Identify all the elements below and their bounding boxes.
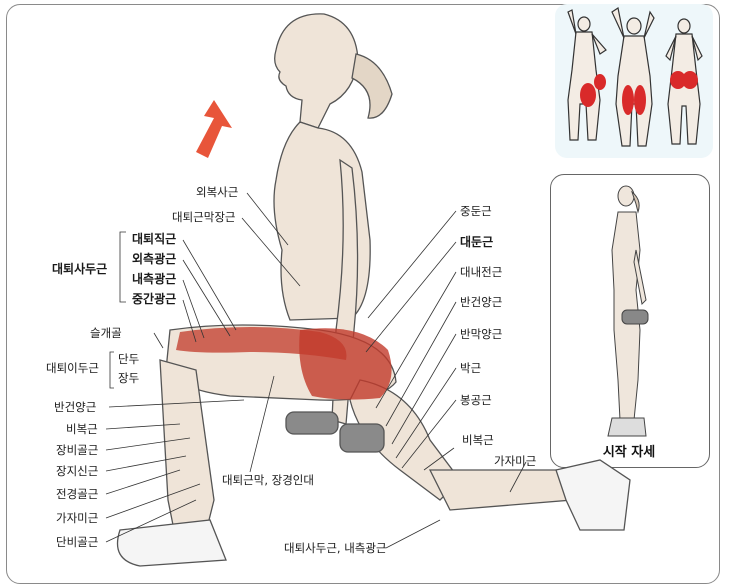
main-figure [116, 13, 631, 567]
label-tensor-fasciae-latae: 대퇴근막장근 [172, 210, 236, 224]
label-short-head: 단두 [118, 352, 140, 366]
label-adductor-magnus: 대내전근 [460, 265, 503, 279]
label-long-head: 장두 [118, 371, 140, 385]
label-extensor-digitorum-longus: 장지신근 [56, 464, 99, 478]
label-gluteus-maximus: 대둔근 [460, 235, 494, 249]
label-biceps-femoris-group: 대퇴이두근 [46, 361, 99, 375]
label-patella: 슬개골 [90, 326, 122, 340]
start-position-figure [607, 185, 649, 437]
glute-highlight [299, 328, 392, 400]
label-soleus-right: 가자미근 [494, 454, 537, 468]
label-sartorius: 봉공근 [460, 393, 492, 407]
label-vastus-intermedius: 중간광근 [132, 292, 177, 306]
label-semimembranosus: 반막양근 [460, 327, 503, 341]
label-peroneus-brevis: 단비골근 [56, 535, 99, 549]
label-gluteus-medius: 중둔근 [460, 204, 492, 218]
label-gastrocnemius-right: 비복근 [462, 433, 494, 447]
upward-arrow [196, 100, 232, 158]
label-vastus-medialis: 내측광근 [132, 272, 177, 286]
label-semitendinosus-right: 반건양근 [460, 295, 503, 309]
label-vastus-lateralis: 외측광근 [132, 252, 177, 266]
leader-lines [105, 192, 527, 549]
label-external-oblique: 외복사근 [196, 185, 239, 199]
label-semitendinosus-left: 반건양근 [54, 400, 97, 414]
thumbnail-highlights [580, 71, 698, 115]
label-gastrocnemius-left: 비복근 [66, 422, 98, 436]
label-quadriceps-vastus-medialis: 대퇴사두근, 내측광근 [284, 541, 387, 555]
label-tibialis-anterior: 전경골근 [56, 487, 99, 501]
start-position-caption: 시작 자세 [602, 445, 656, 460]
label-it-band: 대퇴근막, 장경인대 [222, 473, 314, 487]
label-quadriceps-group: 대퇴사두근 [52, 262, 108, 276]
label-soleus-left: 가자미근 [56, 511, 99, 525]
label-extensor-hallucis-longus: 장비골근 [56, 443, 99, 457]
label-rectus-femoris: 대퇴직근 [132, 232, 177, 246]
label-gracilis: 박근 [460, 361, 482, 375]
